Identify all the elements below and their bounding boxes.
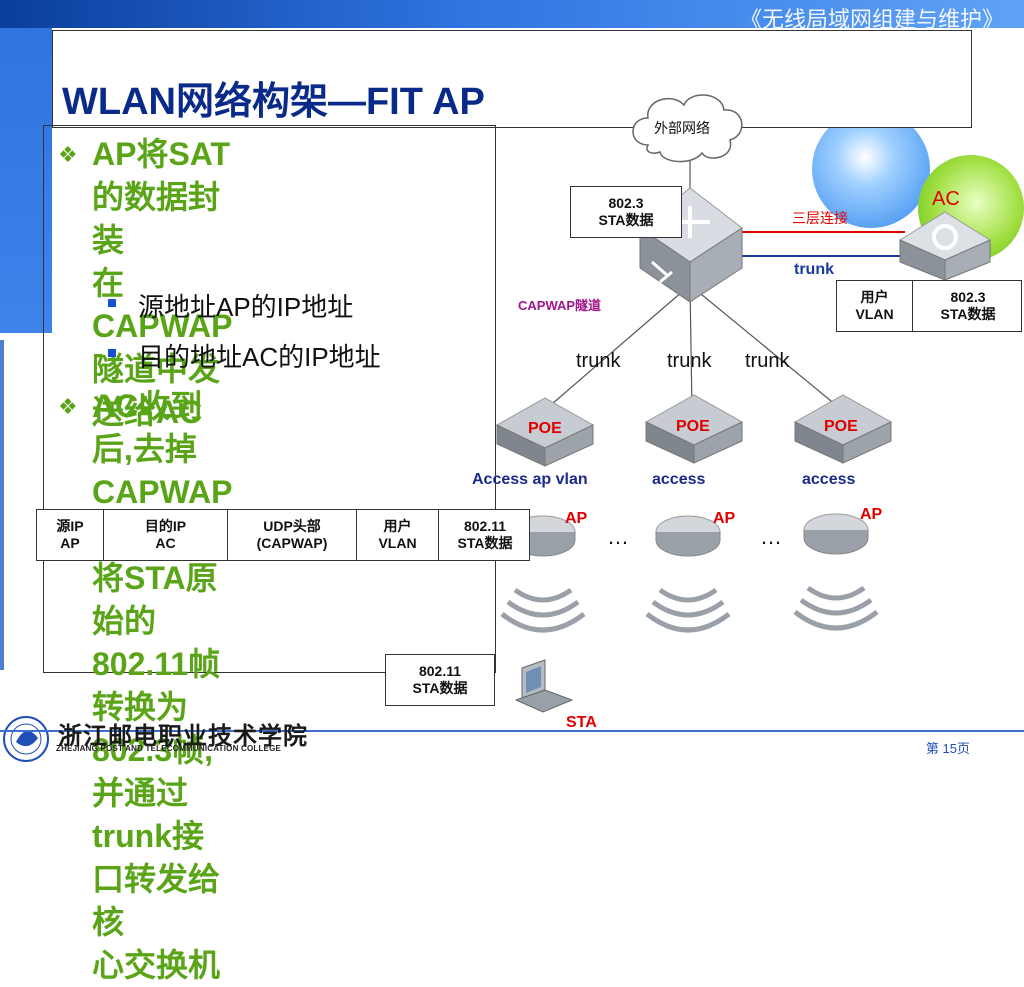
course-title: 《无线局域网组建与维护》 — [739, 7, 1004, 32]
port-label-1: Access ap vlan — [472, 471, 588, 488]
capwap-tunnel-label: CAPWAP隧道 — [518, 298, 602, 313]
square-bullet-icon — [108, 299, 116, 307]
link-switch-ap1 — [544, 284, 691, 411]
capwap-frame-cell: UDP头部 (CAPWAP) — [228, 510, 357, 560]
frame-ac-box: 用户 VLAN 802.3 STA数据 — [836, 280, 1022, 332]
bullet-line: 在CAPWAP隧道中发 — [92, 265, 233, 387]
cloud-icon — [632, 94, 743, 163]
laptop-icon — [514, 659, 574, 713]
ellipsis-2: … — [760, 524, 782, 549]
content-box — [43, 125, 496, 673]
diamond-bullet-icon: ❖ — [58, 394, 78, 419]
frame-switch-box: 802.3 STA数据 — [570, 186, 682, 238]
access-point-icon-3 — [803, 513, 869, 555]
capwap-frame-box: 源IP AP 目的IP AC UDP头部 (CAPWAP) 用户 VLAN 80… — [36, 509, 530, 561]
cloud-label: 外部网络 — [654, 120, 710, 136]
page-title: WLAN网络构架—FIT AP — [62, 81, 485, 123]
bullet-line: AC收到后,去掉 — [92, 388, 203, 467]
capwap-frame-cell: 源IP AP — [37, 510, 104, 560]
capwap-frame-cell: 802.11 STA数据 — [457, 518, 513, 551]
poe-switch-icon-2 — [644, 394, 744, 464]
poe-switch-icon-1 — [495, 397, 595, 467]
college-name-cn: 浙江邮电职业技术学院 — [58, 721, 308, 750]
poe-label-3: POE — [824, 418, 858, 435]
link-switch-ap3 — [689, 284, 843, 411]
ac-label: AC — [932, 188, 960, 210]
port-label-2: access — [652, 471, 706, 488]
college-name-en: ZHEJIANG POST AND TELECOMMUNICATION COLL… — [56, 744, 282, 753]
core-switch-icon — [639, 187, 743, 303]
access-point-icon-2 — [655, 515, 721, 557]
trunk-label-2: trunk — [667, 350, 712, 372]
decor-blue-circle — [812, 110, 930, 228]
ap-label-1: AP — [565, 510, 588, 527]
wireless-signal-icon-2 — [645, 587, 731, 633]
bullet-line: 802.11帧转换为 — [92, 646, 221, 725]
college-logo-icon — [3, 716, 49, 762]
frame-ac-cell: 用户 VLAN — [837, 281, 913, 331]
square-bullet-icon — [108, 349, 116, 357]
title-box — [52, 30, 972, 128]
capwap-frame-cell: 用户 VLAN — [357, 510, 439, 560]
port-label-3: access — [802, 471, 856, 488]
bullet-line: 将STA原始的 — [92, 560, 218, 639]
wireless-signal-icon-1 — [500, 587, 586, 633]
footer-line — [0, 730, 1024, 732]
bullet-line: trunk接口转发给核 — [92, 818, 221, 940]
ap-label-2: AP — [713, 510, 736, 527]
link-switch-ap2 — [689, 284, 693, 411]
sub-bullet-text: 源地址AP的IP地址 — [138, 292, 354, 322]
poe-switch-icon-3 — [793, 394, 893, 464]
l3-link-label: 三层连接 — [792, 210, 848, 226]
poe-label-2: POE — [676, 418, 710, 435]
poe-label-1: POE — [528, 420, 562, 437]
trunk-label-3: trunk — [745, 350, 790, 372]
bullet-line: AP将SAT的数据封装 — [92, 136, 231, 258]
frame-ac-cell: 802.3 STA数据 — [940, 289, 996, 322]
bullet-line: 送给AC — [92, 394, 203, 430]
trunk-label-1: trunk — [576, 350, 621, 372]
frame-sta-box: 802.11 STA数据 — [385, 654, 495, 706]
diamond-bullet-icon: ❖ — [58, 142, 78, 167]
page-number: 第 15页 — [925, 741, 970, 756]
top-band — [0, 0, 1024, 28]
wireless-signal-icon-3 — [793, 585, 879, 631]
ap-label-3: AP — [860, 506, 883, 523]
capwap-frame-cell: 目的IP AC — [104, 510, 228, 560]
ellipsis-1: … — [607, 524, 629, 549]
sidebar-decoration-lower — [0, 340, 4, 670]
bullet-line: 心交换机 — [92, 947, 221, 983]
trunk-ac-label: trunk — [794, 261, 834, 278]
sub-bullet-text: 目的地址AC的IP地址 — [138, 342, 381, 372]
sta-label: STA — [566, 714, 597, 731]
ac-controller-icon — [898, 211, 992, 281]
